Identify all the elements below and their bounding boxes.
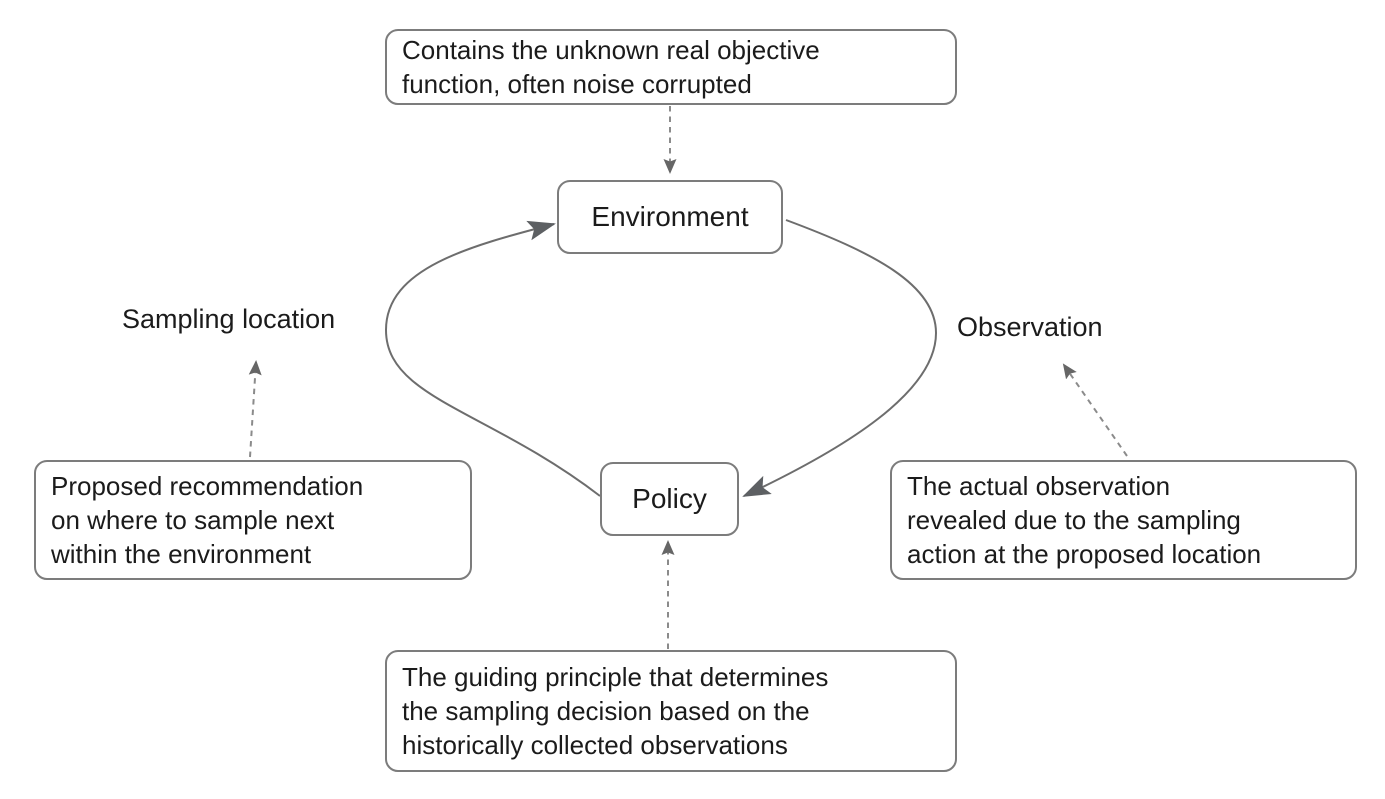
note-policy-line-2: the sampling decision based on the [402, 696, 810, 726]
note-policy-line-3: historically collected observations [402, 730, 788, 760]
node-policy: Policy [600, 462, 739, 536]
edge-label-sampling-location: Sampling location [122, 304, 336, 334]
note-policy-line-1: The guiding principle that determines [402, 662, 829, 692]
note-policy: The guiding principle that determines th… [385, 650, 957, 772]
note-sampling-line-3: within the environment [51, 539, 312, 569]
note-sampling-line-1: Proposed recommendation [51, 471, 364, 501]
note-observation-line-1: The actual observation [907, 471, 1171, 501]
dashed-arrow-sampling-note [248, 360, 262, 458]
note-sampling-line-2: on where to sample next [51, 505, 335, 535]
dashed-arrow-observation-note [1062, 363, 1128, 457]
note-environment: Contains the unknown real objective func… [385, 29, 957, 105]
note-sampling-location: Proposed recommendation on where to samp… [34, 460, 472, 580]
edge-label-observation: Observation [957, 312, 1103, 342]
node-environment: Environment [557, 180, 783, 254]
node-environment-label: Environment [591, 201, 749, 232]
edge-environment-to-policy-curve [742, 219, 938, 497]
edge-policy-to-environment-curve [384, 220, 601, 497]
note-observation: The actual observation revealed due to t… [890, 460, 1357, 580]
node-policy-label: Policy [632, 483, 707, 514]
note-environment-line-1: Contains the unknown real objective [402, 35, 820, 65]
note-environment-line-2: function, often noise corrupted [402, 69, 752, 99]
note-observation-line-2: revealed due to the sampling [907, 505, 1241, 535]
note-observation-line-3: action at the proposed location [907, 539, 1262, 569]
